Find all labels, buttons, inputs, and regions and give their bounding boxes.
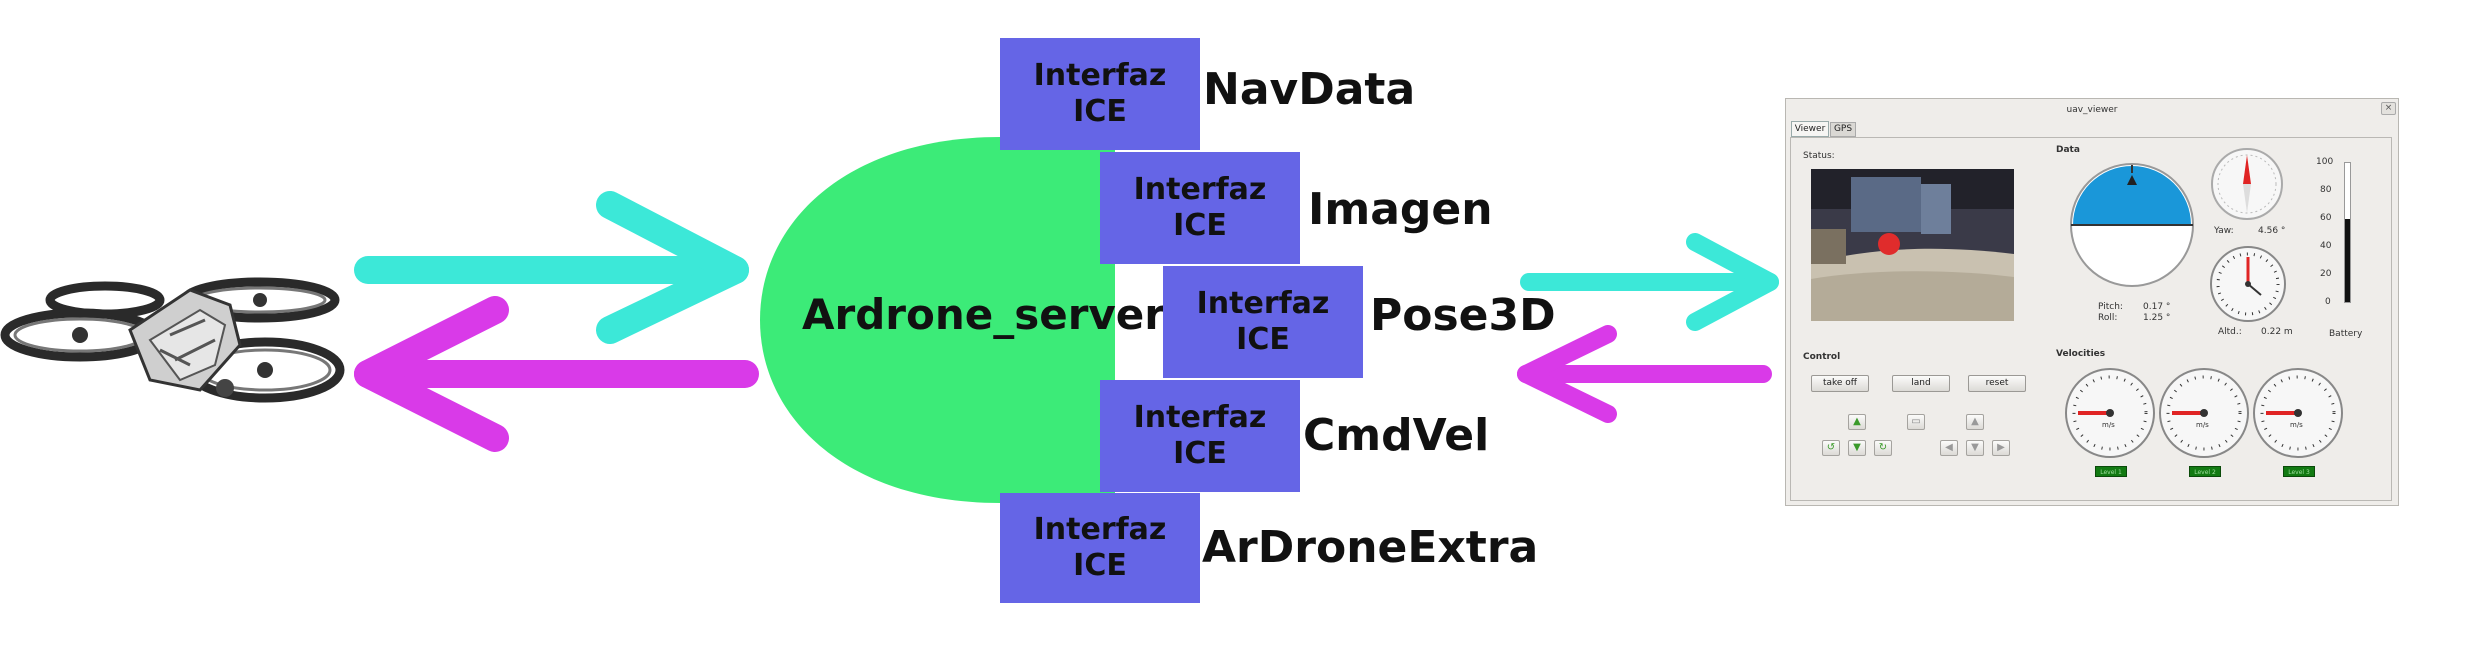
window-title: uav_viewer: [2066, 105, 2118, 115]
battery-scale: 100 80 60 40 20 0: [2316, 157, 2340, 307]
interface-name-cmdvel: CmdVel: [1303, 410, 1490, 461]
turn-right-button[interactable]: ↻: [1874, 440, 1892, 456]
drone-image: [0, 277, 345, 403]
arrow-to-viewer: [1520, 233, 1779, 331]
move-back-button[interactable]: ▼: [1848, 440, 1866, 456]
yaw-label: Yaw:: [2214, 226, 2234, 236]
interface-box-line1: Interfaz: [1033, 512, 1167, 547]
interface-name-ardroneextra: ArDroneExtra: [1202, 522, 1539, 573]
interface-box-pose3d: Interfaz ICE: [1163, 266, 1363, 378]
interface-box-line2: ICE: [1073, 548, 1127, 583]
interface-box-line1: Interfaz: [1033, 58, 1167, 93]
interface-box-navdata: Interfaz ICE: [1000, 38, 1200, 150]
battery-tick: 40: [2320, 241, 2332, 251]
battery-label: Battery: [2329, 329, 2363, 339]
velocity-gauge-x: [2065, 368, 2155, 458]
interface-box-imagen: Interfaz ICE: [1100, 152, 1300, 264]
move-left-button[interactable]: ◀: [1940, 440, 1958, 456]
interface-box-line2: ICE: [1173, 208, 1227, 243]
uav-viewer-window: uav_viewer × Viewer GPS Status: Data Pit…: [1785, 98, 2399, 506]
velocities-section-label: Velocities: [2056, 349, 2106, 359]
arrow-from-viewer: [1517, 325, 1772, 423]
yaw-value: 4.56 °: [2258, 226, 2286, 236]
roll-label: Roll:: [2098, 313, 2118, 323]
velocity-unit: m/s: [2102, 421, 2115, 429]
velocity-unit: m/s: [2290, 421, 2303, 429]
server-label: Ardrone_server: [802, 290, 1166, 339]
server-shape: [760, 137, 1115, 503]
control-section-label: Control: [1803, 352, 1841, 362]
level-indicator: Level 3: [2283, 466, 2315, 477]
camera-image: [1811, 169, 2014, 321]
velocity-unit: m/s: [2196, 421, 2209, 429]
move-up-button[interactable]: ▲: [1966, 414, 1984, 430]
battery-bar: [2344, 162, 2351, 303]
pitch-label: Pitch:: [2098, 302, 2123, 312]
interface-box-line2: ICE: [1073, 94, 1127, 129]
altimeter-gauge: [2210, 246, 2286, 322]
roll-value: 1.25 °: [2143, 313, 2171, 323]
battery-tick: 80: [2320, 185, 2332, 195]
altitude-label: Altd.:: [2218, 327, 2242, 337]
battery-fill: [2345, 218, 2350, 302]
interface-name-pose3d: Pose3D: [1370, 290, 1556, 341]
interface-box-line2: ICE: [1236, 322, 1290, 357]
status-label: Status:: [1803, 151, 1835, 161]
velocity-gauge-z: [2253, 368, 2343, 458]
move-right-button[interactable]: ▶: [1992, 440, 2010, 456]
battery-tick: 0: [2325, 297, 2331, 307]
window-close-button[interactable]: ×: [2381, 102, 2396, 115]
move-forward-button[interactable]: ▲: [1848, 414, 1866, 430]
velocity-gauge-y: [2159, 368, 2249, 458]
arrow-to-drone: [354, 296, 759, 452]
camera-toggle-button[interactable]: ▭: [1907, 414, 1925, 430]
tab-panel: [1790, 137, 2392, 501]
land-button[interactable]: land: [1892, 375, 1950, 392]
tab-gps[interactable]: GPS: [1830, 122, 1856, 137]
move-down-button[interactable]: ▼: [1966, 440, 1984, 456]
level-indicator: Level 2: [2189, 466, 2221, 477]
compass-gauge: [2211, 148, 2283, 220]
interface-name-navdata: NavData: [1203, 64, 1416, 115]
level-indicator: Level 1: [2095, 466, 2127, 477]
interface-box-cmdvel: Interfaz ICE: [1100, 380, 1300, 492]
interface-box-line1: Interfaz: [1196, 286, 1330, 321]
tab-viewer[interactable]: Viewer: [1791, 121, 1829, 137]
attitude-indicator: [2070, 163, 2194, 287]
battery-tick: 100: [2316, 157, 2334, 167]
interface-box-line2: ICE: [1173, 436, 1227, 471]
battery-tick: 60: [2320, 213, 2332, 223]
battery-tick: 20: [2320, 269, 2332, 279]
interface-box-ardroneextra: Interfaz ICE: [1000, 493, 1200, 603]
data-section-label: Data: [2056, 145, 2080, 155]
pitch-value: 0.17 °: [2143, 302, 2171, 312]
interface-name-imagen: Imagen: [1308, 184, 1493, 235]
reset-button[interactable]: reset: [1968, 375, 2026, 392]
turn-left-button[interactable]: ↺: [1822, 440, 1840, 456]
take-off-button[interactable]: take off: [1811, 375, 1869, 392]
altitude-value: 0.22 m: [2261, 327, 2293, 337]
interface-box-line1: Interfaz: [1133, 172, 1267, 207]
arrow-to-server: [354, 191, 749, 344]
interface-box-line1: Interfaz: [1133, 400, 1267, 435]
